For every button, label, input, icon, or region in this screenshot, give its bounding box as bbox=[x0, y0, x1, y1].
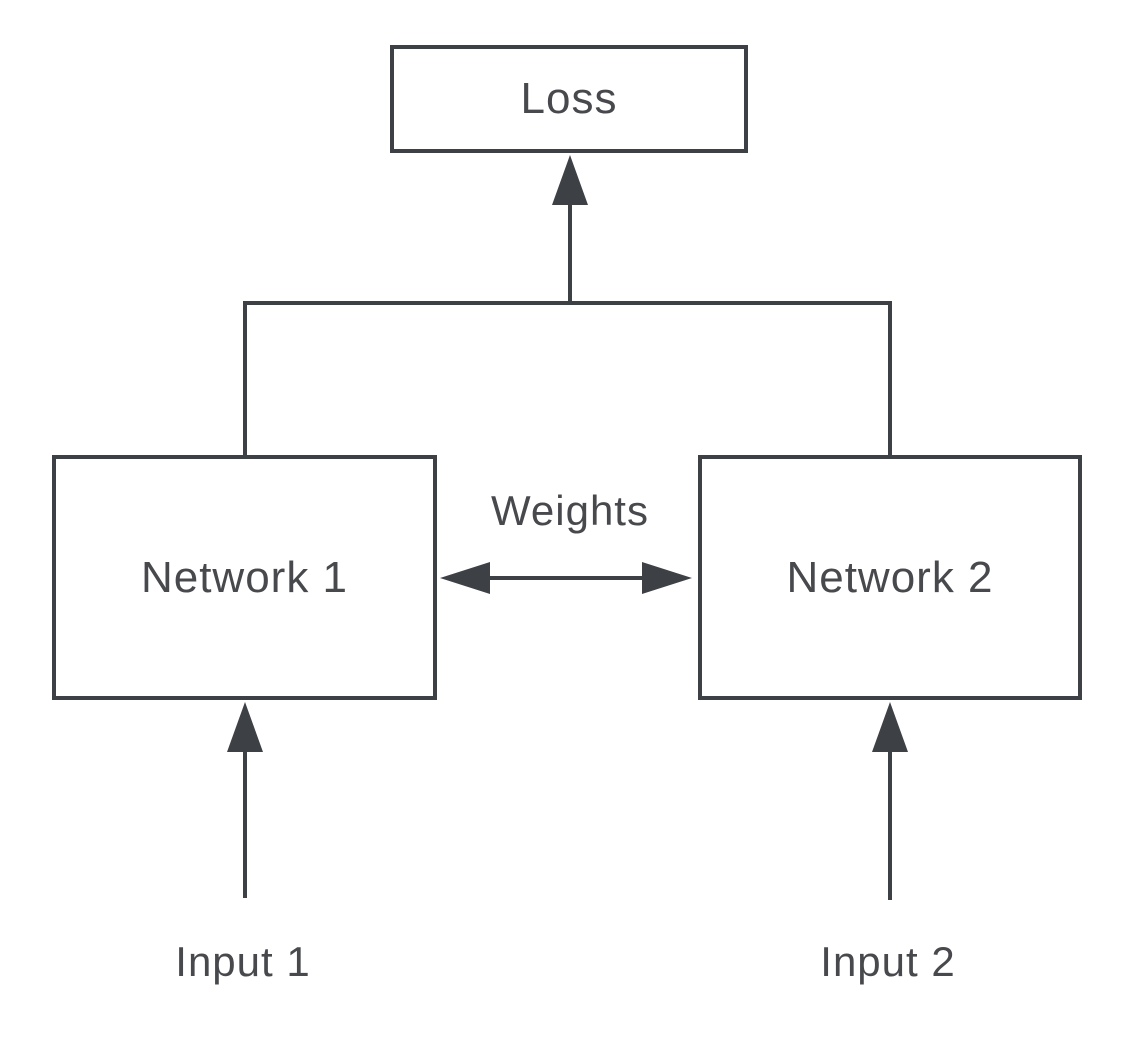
input1-arrowhead-icon bbox=[227, 702, 263, 752]
loss-node: Loss bbox=[390, 45, 748, 153]
weights-left-arrowhead-icon bbox=[440, 562, 490, 594]
input2-arrowhead-icon bbox=[872, 702, 908, 752]
network1-node: Network 1 bbox=[52, 455, 437, 700]
input2-label: Input 2 bbox=[820, 938, 956, 985]
weights-right-arrowhead-icon bbox=[642, 562, 692, 594]
loss-arrowhead-icon bbox=[552, 155, 588, 205]
network2-node-label: Network 2 bbox=[786, 552, 994, 602]
loss-node-label: Loss bbox=[520, 74, 618, 123]
network1-node-label: Network 1 bbox=[140, 552, 349, 602]
weights-label: Weights bbox=[491, 487, 649, 534]
input1-label: Input 1 bbox=[175, 938, 311, 985]
network2-node: Network 2 bbox=[698, 455, 1082, 700]
